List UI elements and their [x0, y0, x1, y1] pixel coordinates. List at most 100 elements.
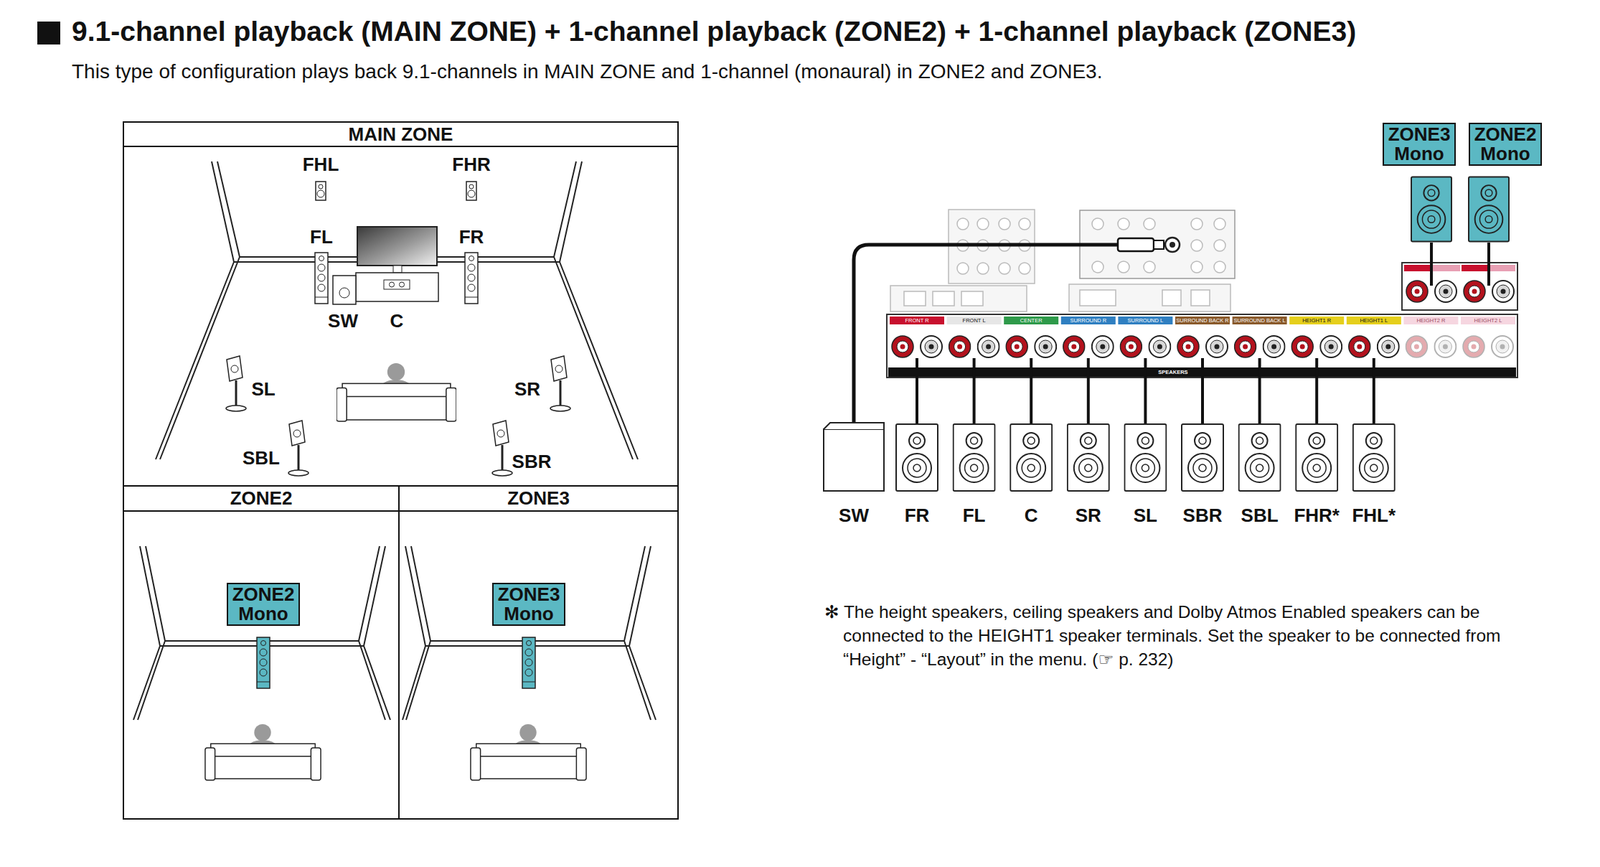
- wire: [1487, 242, 1491, 286]
- rca-plug-tip: [1153, 240, 1164, 249]
- surround-speaker: [226, 355, 247, 412]
- main-room-floor: [160, 256, 633, 460]
- wire: [1429, 242, 1433, 286]
- jack: [1213, 218, 1226, 230]
- zone2-room-wall: [139, 546, 386, 646]
- subwoofer-top: [823, 422, 884, 430]
- front-speaker: [314, 252, 328, 304]
- zone-title: ZONE2: [230, 487, 293, 509]
- panel-port: [961, 291, 983, 306]
- band: [1403, 316, 1458, 325]
- subwoofer-jack-pin: [1169, 241, 1176, 248]
- surround-speaker: [550, 355, 571, 412]
- red-post: [1462, 335, 1485, 358]
- band: [947, 316, 1002, 325]
- jack: [1213, 239, 1226, 252]
- jack: [1018, 218, 1031, 230]
- zone-box: MAIN ZONE: [122, 121, 679, 487]
- label: FL: [309, 226, 333, 248]
- black-post: [920, 335, 943, 358]
- zone3-speaker: [522, 637, 536, 689]
- label: SURROUND L: [1127, 317, 1164, 324]
- wire: [1258, 358, 1262, 424]
- label: HEIGHT2 L: [1474, 317, 1503, 324]
- surround-back-speaker: [288, 420, 309, 476]
- red-post: [1063, 335, 1085, 358]
- room-lines: [133, 161, 656, 720]
- band: [1117, 316, 1173, 325]
- red-post: [1463, 280, 1486, 303]
- front-speaker: [464, 252, 478, 304]
- speaker-wires: [916, 242, 1489, 424]
- label: SBR: [1183, 505, 1223, 526]
- zone2-speaker: [1468, 177, 1509, 242]
- zone-equipment: [205, 637, 587, 780]
- label: SURROUND BACK R: [1175, 317, 1229, 324]
- band: [1460, 316, 1516, 325]
- label: HEIGHT2 R: [1416, 317, 1446, 324]
- terminal-bands: [889, 316, 1516, 325]
- jack: [1018, 262, 1031, 275]
- tv: [357, 226, 437, 266]
- speaker: [1067, 424, 1110, 491]
- subtitle: This type of configuration plays back 9.…: [71, 60, 1103, 84]
- center-speaker: [383, 279, 410, 290]
- band: [1232, 316, 1288, 325]
- jack: [1092, 218, 1104, 230]
- label: SW: [838, 505, 869, 526]
- label: FHL: [302, 154, 340, 176]
- band: [1490, 264, 1516, 272]
- zone3-speaker: [1411, 177, 1452, 242]
- zone-mono-tag: ZONE2 Mono: [1468, 122, 1543, 166]
- center-driver: [399, 281, 405, 287]
- label: C: [1024, 505, 1039, 526]
- band: [889, 316, 945, 325]
- label: FR: [459, 226, 485, 248]
- bottom-speakers: [823, 177, 1509, 491]
- speaker: [1124, 424, 1166, 491]
- jack: [1143, 218, 1156, 230]
- red-post: [1405, 335, 1428, 358]
- black-post: [1320, 335, 1342, 358]
- jack: [1191, 239, 1203, 252]
- jack: [1092, 261, 1104, 273]
- title-bullet: [37, 21, 61, 45]
- label: FHR: [452, 154, 491, 176]
- label: SL: [251, 378, 275, 400]
- wire: [1143, 358, 1147, 424]
- jack: [1117, 261, 1130, 273]
- zone-header: ZONE3: [399, 486, 678, 512]
- black-post: [1034, 335, 1057, 358]
- panel-block: [890, 285, 1027, 312]
- jack: [977, 218, 989, 230]
- band: [1175, 316, 1230, 325]
- zone3-room-wall: [405, 546, 651, 646]
- panel-port: [1079, 289, 1116, 306]
- main-zone-equipment: [226, 181, 571, 476]
- rca-plug: [1117, 238, 1154, 252]
- red-post: [949, 335, 971, 358]
- footnote: ✻ The height speakers, ceiling speakers …: [824, 599, 1535, 671]
- label: FL: [962, 505, 986, 526]
- height-speaker: [315, 181, 326, 201]
- label: FHR*: [1293, 505, 1340, 526]
- black-post: [1434, 280, 1457, 303]
- speaker: [953, 424, 996, 491]
- zone-mono-tag: ZONE2 Mono: [226, 582, 301, 626]
- wire: [1086, 358, 1090, 424]
- band: [1404, 264, 1432, 272]
- label: FRONT L: [962, 317, 986, 324]
- jack: [998, 218, 1011, 230]
- panel-port: [1191, 289, 1210, 306]
- tv-neck: [393, 265, 402, 273]
- red-post: [1291, 335, 1314, 358]
- label: SW: [327, 310, 359, 332]
- band: [1061, 316, 1116, 325]
- red-post: [1005, 335, 1028, 358]
- surround-back-speaker: [492, 420, 513, 476]
- band: [1432, 264, 1461, 272]
- label: SR: [514, 378, 541, 400]
- center-driver: [389, 281, 395, 287]
- black-post: [977, 335, 1000, 358]
